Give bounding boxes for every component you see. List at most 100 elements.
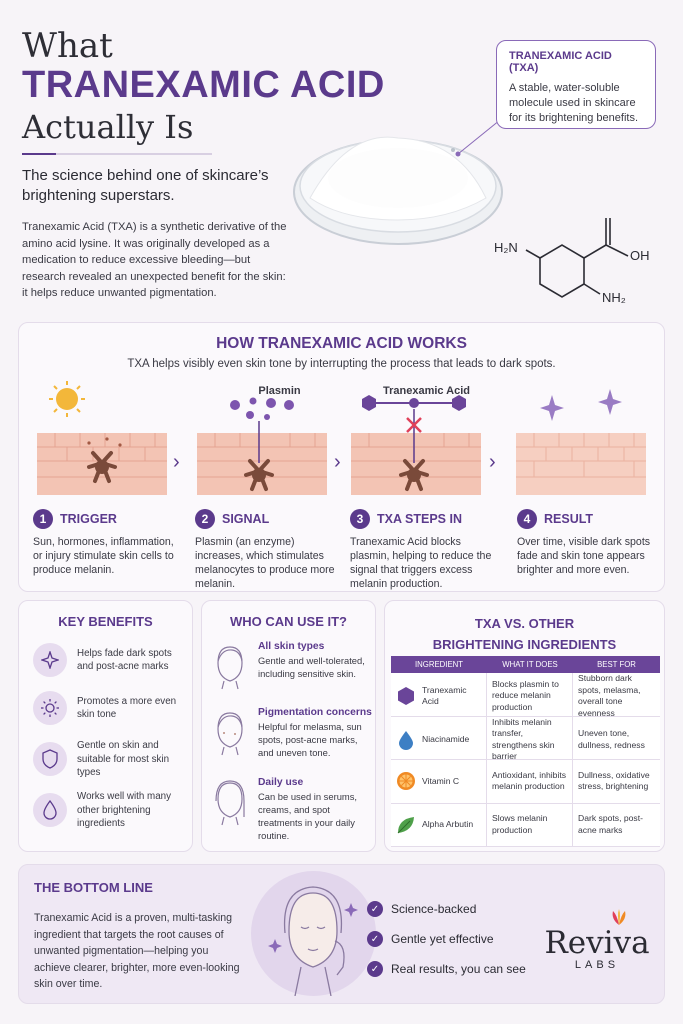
benefit-item: Gentle on skin and suitable for most ski… xyxy=(33,739,188,780)
who-item-text: Helpful for melasma, sun spots, post-acn… xyxy=(258,721,362,758)
check-item: ✓ Gentle yet effective xyxy=(367,931,494,947)
intro-paragraph: Tranexamic Acid (TXA) is a synthetic der… xyxy=(22,221,287,299)
step-number: 2 xyxy=(195,509,215,529)
check-item: ✓Science-backed xyxy=(367,901,476,917)
benefit-item: Promotes a more even skin tone xyxy=(33,691,188,725)
who-item-title: Pigmentation concerns xyxy=(258,707,372,718)
step-text: Sun, hormones, inflammation, or injury s… xyxy=(33,536,174,576)
table-row: Niacinamide Inhibits melanin transfer, s… xyxy=(391,716,660,763)
step-text: Over time, visible dark spots fade and s… xyxy=(517,536,651,576)
comparison-title-line2: BRIGHTENING INGREDIENTS xyxy=(432,637,617,652)
leaf-icon xyxy=(397,816,414,834)
step-title: SIGNAL xyxy=(222,512,270,526)
how-subtitle: TXA helps visibly even skin tone by inte… xyxy=(127,358,556,370)
step-text: Tranexamic Acid blocks plasmin, helping … xyxy=(350,536,492,590)
face-illustration xyxy=(251,871,376,997)
arrow-1-icon: › xyxy=(173,451,180,473)
check-text: Gentle yet effective xyxy=(391,932,494,946)
arrow-3-icon: › xyxy=(489,451,496,473)
title-tranexamic-acid: TRANEXAMIC ACID xyxy=(22,64,385,106)
comparison-title: TXA VS. OTHER BRIGHTENING INGREDIENTS xyxy=(385,613,664,655)
signal-illustration xyxy=(197,397,327,495)
who-item-title: All skin types xyxy=(258,641,325,652)
table-row: Vitamin C Antioxidant, inhibits melanin … xyxy=(391,760,660,804)
ingredient-cell: Alpha Arbutin xyxy=(391,803,487,846)
drop-icon xyxy=(33,793,67,828)
who-item-text: Can be used in serums, creams, and spot … xyxy=(258,791,358,841)
ingredient-name: Niacinamide xyxy=(422,733,470,744)
bottom-line-section: THE BOTTOM LINE Tranexamic Acid is a pro… xyxy=(18,864,665,1004)
check-item: ✓ Real results, you can see xyxy=(367,961,526,977)
ingredient-cell: Niacinamide xyxy=(391,716,487,763)
comparison-title-line1: TXA VS. OTHER xyxy=(474,616,575,631)
label-h2n: H₂N xyxy=(494,240,518,255)
best-for-cell: Dark spots, post-acne marks xyxy=(578,813,643,835)
benefits-title: KEY BENEFITS xyxy=(58,614,153,629)
comparison-table: INGREDIENT WHAT IT DOES BEST FOR Tranexa… xyxy=(391,656,660,847)
reviva-logo: Reviva LABS xyxy=(537,909,657,971)
callout-title: TRANEXAMIC ACID (TXA) xyxy=(509,50,612,74)
result-illustration xyxy=(516,389,646,495)
check-icon: ✓ xyxy=(367,931,383,947)
ingredient-cell: Vitamin C xyxy=(391,760,487,803)
flower-icon xyxy=(612,909,626,925)
benefit-text: Works well with many other brightening i… xyxy=(77,791,171,829)
benefit-item: Helps fade dark spots and post-acne mark… xyxy=(33,643,188,677)
title-line-what: What xyxy=(22,26,113,66)
table-row: Tranexamic Acid Blocks plasmin to reduce… xyxy=(391,673,660,719)
benefit-text: Helps fade dark spots and post-acne mark… xyxy=(77,647,172,673)
txa-callout: TRANEXAMIC ACID (TXA) A stable, water-so… xyxy=(496,40,656,129)
check-icon: ✓ xyxy=(367,961,383,977)
column-header: WHAT IT DOES xyxy=(502,660,558,669)
face-icon xyxy=(217,646,243,690)
callout-pointer xyxy=(455,119,501,157)
step-text: Plasmin (an enzyme) increases, which sti… xyxy=(195,536,335,590)
check-icon: ✓ xyxy=(367,901,383,917)
does-cell: Slows melanin production xyxy=(487,803,573,846)
txa-steps-in-illustration xyxy=(351,395,481,495)
txa-label: Tranexamic Acid xyxy=(382,385,471,397)
step-title: TXA STEPS IN xyxy=(377,512,462,526)
page-subtitle: The science behind one of skincare’s bri… xyxy=(22,167,269,204)
best-for-cell: Dullness, oxidative stress, brightening xyxy=(578,769,650,792)
benefit-text: Promotes a more even skin tone xyxy=(77,695,177,721)
key-benefits-section: KEY BENEFITS Helps fade dark spots and p… xyxy=(18,600,193,852)
face-icon xyxy=(217,712,243,756)
petri-dish-image xyxy=(293,136,503,245)
does-cell: Blocks plasmin to reduce melanin product… xyxy=(487,673,573,719)
label-nh2: NH₂ xyxy=(602,290,626,305)
sun-icon xyxy=(49,381,85,417)
column-header: BEST FOR xyxy=(597,660,636,669)
who-item-text: Gentle and well-tolerated, including sen… xyxy=(258,655,365,679)
step-title: TRIGGER xyxy=(60,512,117,526)
check-text: Real results, you can see xyxy=(391,962,526,976)
step-signal: 2 SIGNAL Plasmin (an enzyme) increases, w… xyxy=(195,509,340,591)
title-divider xyxy=(22,153,212,155)
step-title: RESULT xyxy=(544,512,594,526)
water-drop-icon xyxy=(399,730,413,750)
does-cell: Inhibits melanin transfer, strengthens s… xyxy=(487,716,573,763)
callout-text: A stable, water-soluble molecule used in… xyxy=(509,82,639,124)
ingredient-name: Alpha Arbutin xyxy=(422,819,474,829)
best-for-cell: Stubborn dark spots, melasma, overall to… xyxy=(578,673,641,718)
logo-name: Reviva xyxy=(544,925,650,961)
block-x-icon xyxy=(406,417,422,433)
ingredient-name: Tranexamic Acid xyxy=(422,684,467,707)
plasmin-label: Plasmin xyxy=(258,385,301,397)
bottom-line-title: THE BOTTOM LINE xyxy=(34,880,153,895)
trigger-illustration xyxy=(37,381,167,495)
arrow-2-icon: › xyxy=(334,451,341,473)
hexagon-icon xyxy=(398,687,414,705)
who-item-title: Daily use xyxy=(258,777,304,788)
sparkle-icon xyxy=(540,389,622,421)
benefit-text: Gentle on skin and suitable for most ski… xyxy=(77,740,170,778)
ingredient-name: Vitamin C xyxy=(422,775,460,786)
shield-icon xyxy=(33,742,67,777)
step-number: 3 xyxy=(350,509,370,529)
